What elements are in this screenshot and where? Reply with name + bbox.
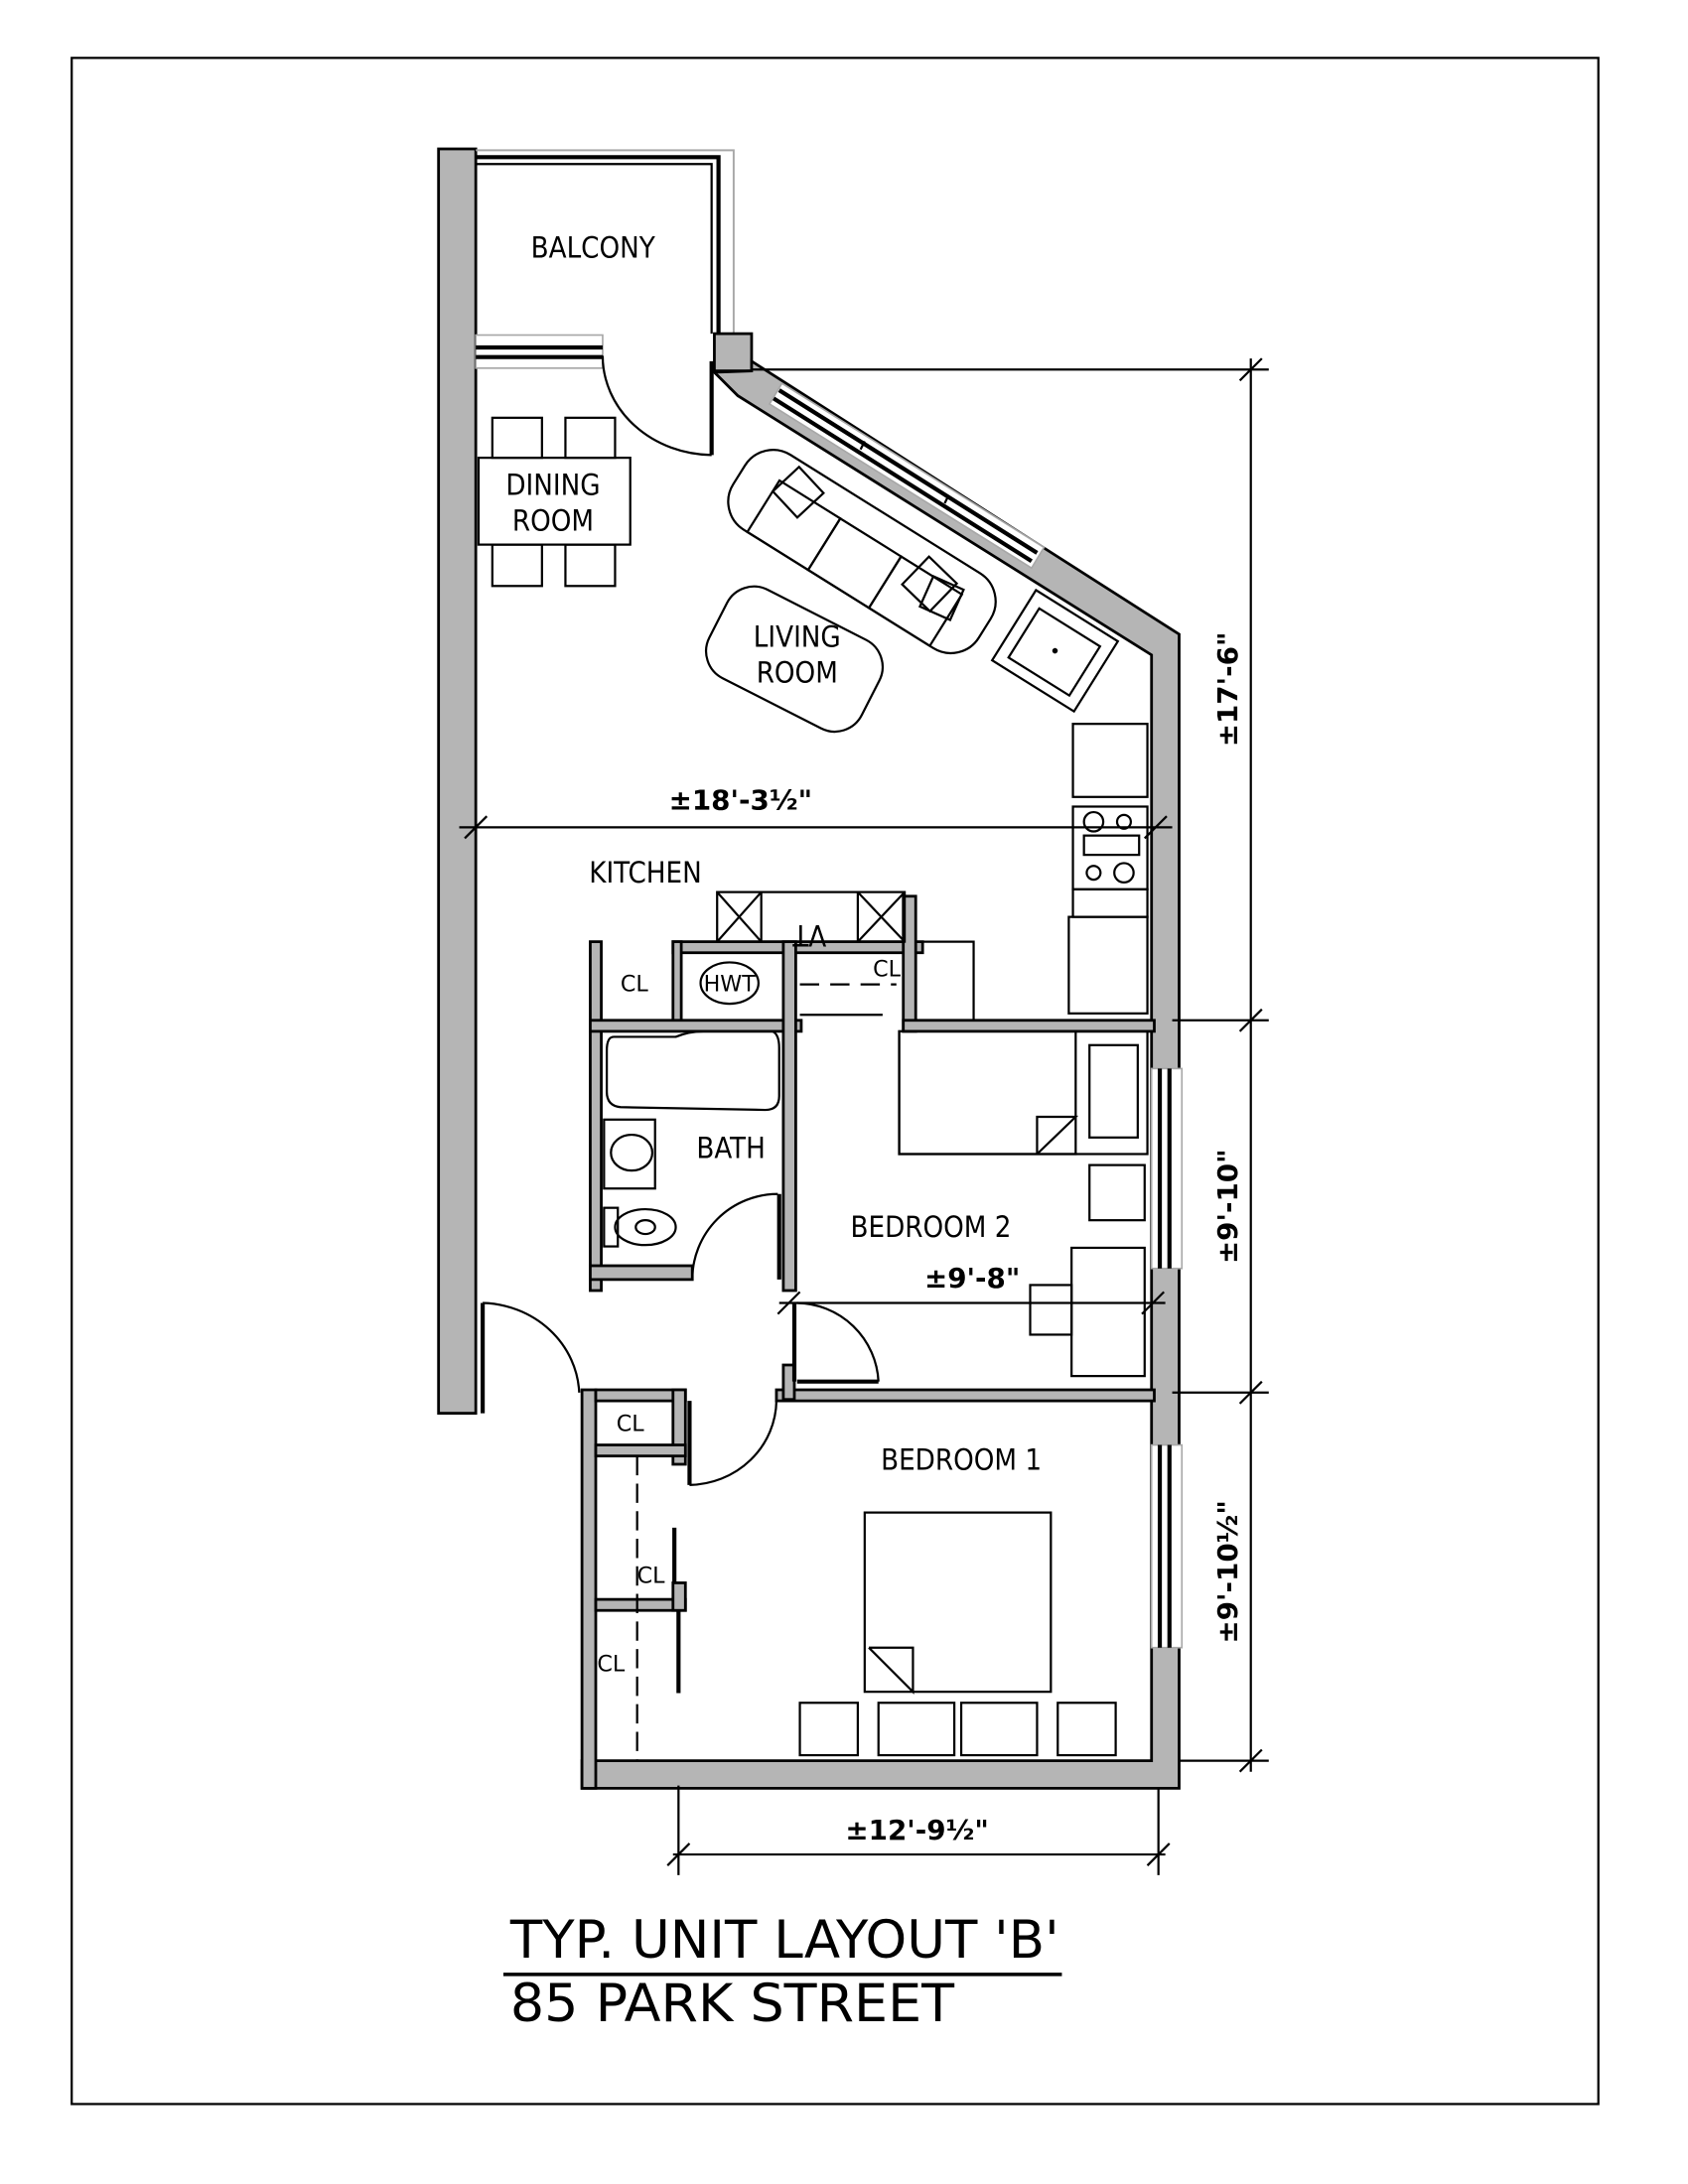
bedroom1-bed: [863, 1511, 1053, 1695]
dim-bedroom2-height: ±9'-10": [1211, 1149, 1244, 1264]
kitchen-sink: [990, 588, 1120, 714]
label-hwt: HWT: [704, 972, 757, 998]
title-line-1: TYP. UNIT LAYOUT 'B': [509, 1910, 1059, 1971]
nightstand: [1056, 1702, 1117, 1757]
counter: [1071, 723, 1149, 798]
walls: [437, 147, 1184, 1790]
bedroom2-door-swing[interactable]: [796, 1301, 880, 1382]
label-closet: CL: [597, 1651, 626, 1677]
refrigerator: [1067, 915, 1149, 1015]
range: [1071, 805, 1149, 890]
label-dining-room: ROOM: [512, 504, 594, 538]
label-living-room: ROOM: [757, 656, 838, 690]
left-exterior-wall: [437, 147, 478, 1415]
entry-door-swing[interactable]: [483, 1301, 581, 1393]
sofa: [727, 449, 997, 655]
label-balcony: BALCONY: [531, 231, 656, 265]
right-exterior-wall: [580, 358, 1181, 1790]
dim-bedroom1-height: ±9'-10½": [1211, 1500, 1244, 1643]
column: [713, 332, 754, 372]
dim-bedroom2-width: ±9'-8": [924, 1262, 1020, 1295]
label-dining: DINING: [505, 469, 600, 502]
balcony-door-swing[interactable]: [601, 355, 712, 457]
bedroom1-window: [1150, 1443, 1184, 1649]
chair: [1029, 1284, 1073, 1336]
title-block: TYP. UNIT LAYOUT 'B' 85 PARK STREET: [502, 1910, 1062, 2034]
label-bedroom-2: BEDROOM 2: [851, 1210, 1012, 1244]
dimensions: ±18'-3½" ±9'-8" ±12'-9½" ±17'-6" ±9'-10"…: [459, 357, 1269, 1875]
bedroom1-left-wall: [580, 1388, 598, 1790]
label-closet: CL: [873, 956, 902, 982]
rug: [705, 585, 884, 734]
desk: [1070, 1246, 1146, 1378]
dim-overall-width: ±18'-3½": [669, 783, 812, 816]
vent-chase: [716, 890, 907, 943]
bath-door-swing[interactable]: [691, 1192, 778, 1280]
label-bedroom-1: BEDROOM 1: [881, 1443, 1042, 1477]
label-vt: VT: [791, 918, 826, 952]
label-closet: CL: [617, 1412, 645, 1437]
bedroom2-bed: [898, 1029, 1149, 1156]
label-living: LIVING: [754, 619, 841, 653]
balcony-door-frame: [475, 334, 604, 369]
dresser: [1088, 1163, 1146, 1222]
bathtub: [606, 1029, 780, 1112]
label-closet: CL: [637, 1563, 666, 1588]
furniture: [477, 416, 1149, 1757]
toilet: [603, 1206, 677, 1248]
balcony-railing: [476, 155, 721, 335]
dim-upper-height: ±17'-6": [1211, 632, 1244, 748]
doors: [481, 355, 897, 1761]
page-border: [70, 57, 1600, 2106]
bedroom2-window: [1150, 1067, 1184, 1270]
bath-sink: [603, 1118, 656, 1190]
hot-water-tank: [699, 961, 760, 1006]
label-kitchen: KITCHEN: [589, 856, 701, 889]
room-labels: BALCONY DINING ROOM LIVING ROOM KITCHEN …: [505, 231, 1042, 1678]
title-line-2: 85 PARK STREET: [510, 1974, 955, 2034]
bench: [877, 1702, 956, 1757]
bedroom1-door-swing[interactable]: [689, 1401, 778, 1486]
dim-bedroom1-width: ±12'-9½": [845, 1814, 988, 1846]
label-closet: CL: [621, 972, 649, 998]
dining-table: [477, 416, 632, 588]
nightstand: [798, 1702, 859, 1757]
label-bath: BATH: [696, 1132, 765, 1165]
